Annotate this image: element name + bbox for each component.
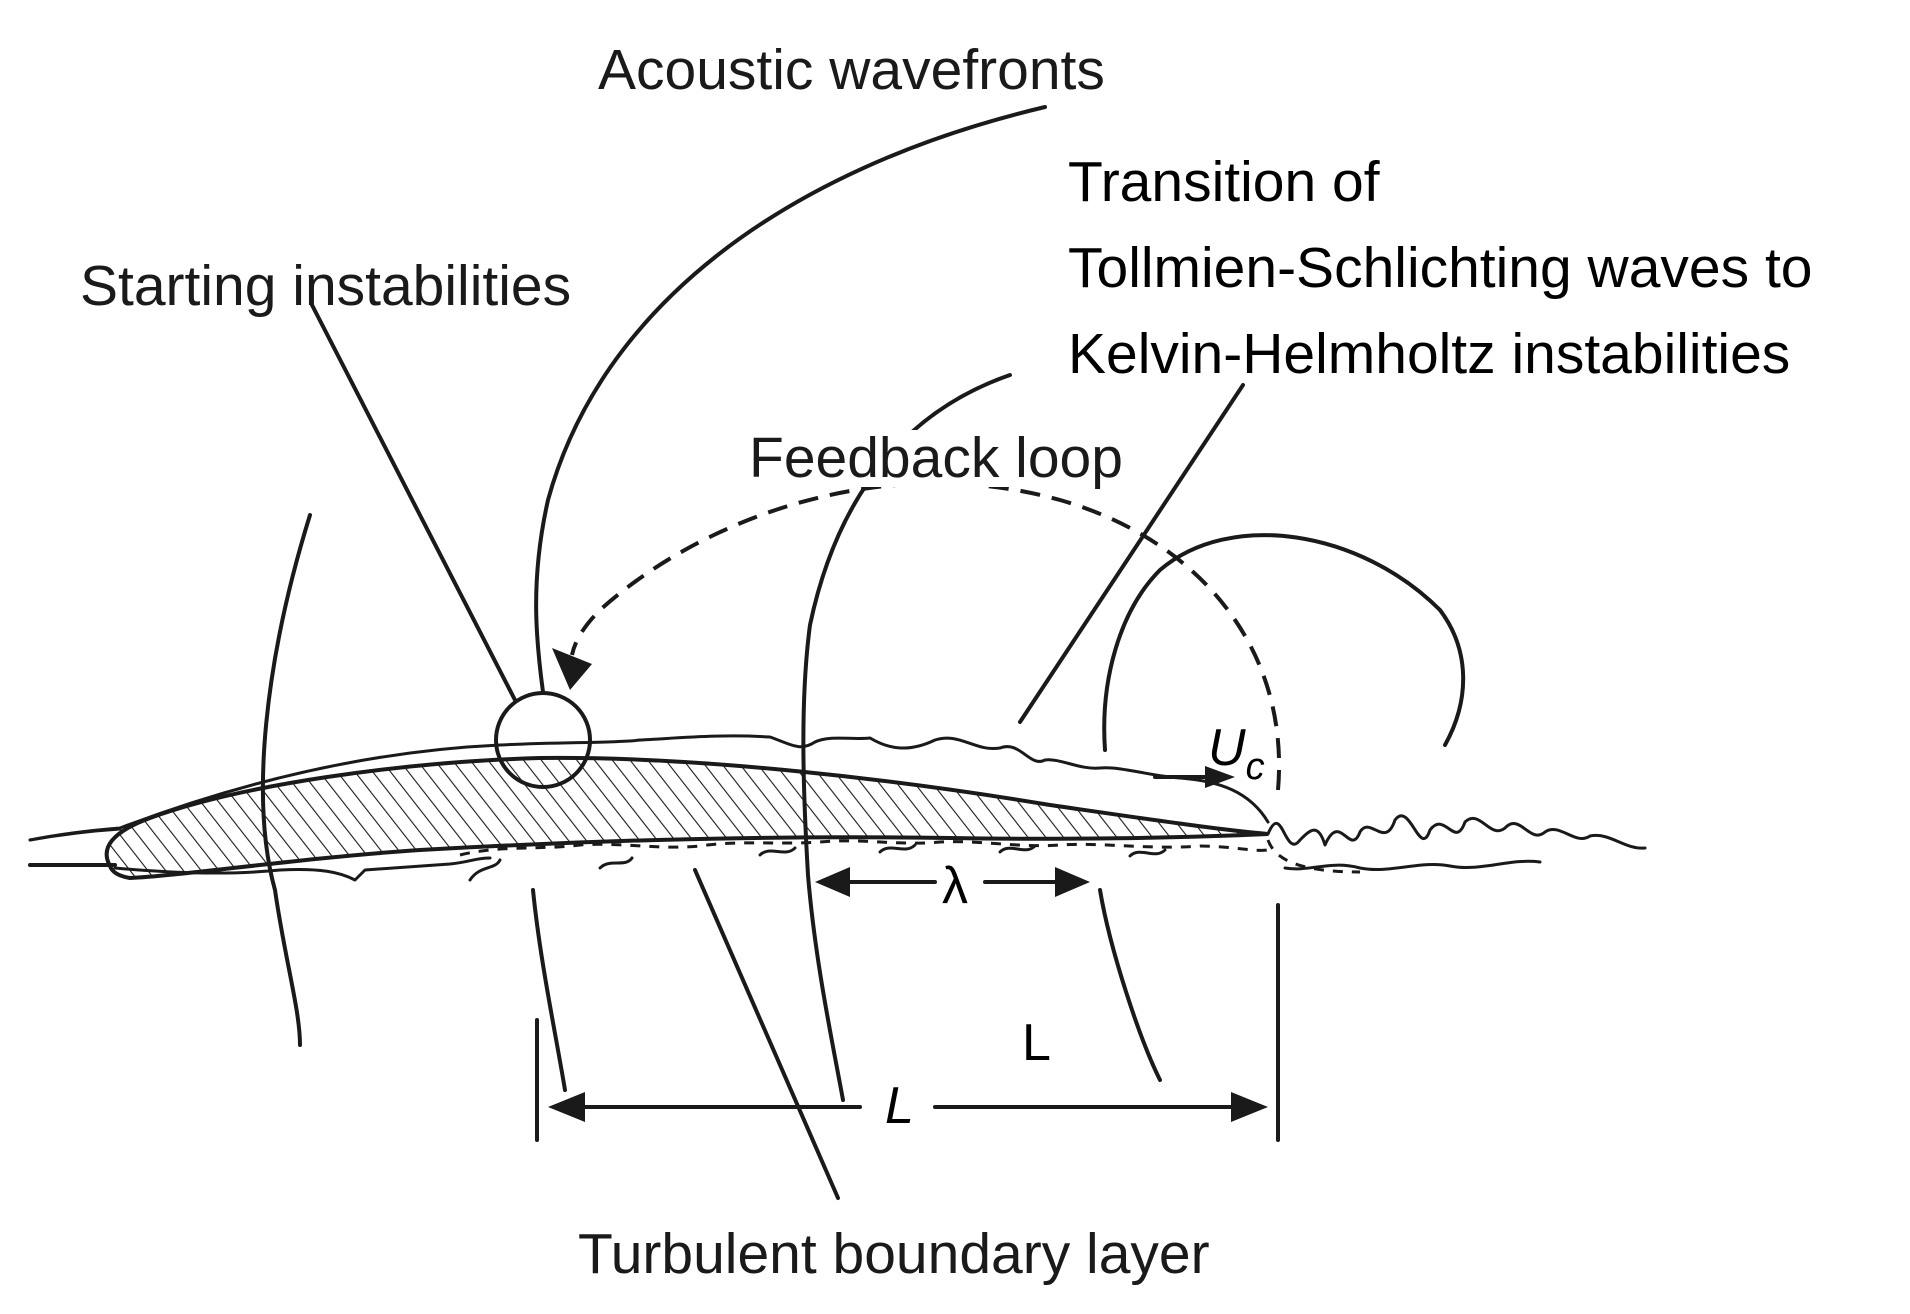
acoustic-wavefronts-label: Acoustic wavefronts xyxy=(598,38,1105,102)
wavelength-arrowhead-right xyxy=(1055,867,1090,897)
airfoil xyxy=(104,755,1269,881)
transition-leader xyxy=(1018,383,1245,724)
wake-turbulence xyxy=(1266,814,1647,850)
acoustic-wavefront-upstream xyxy=(261,513,312,1047)
transition-label-line1: Transition of xyxy=(1068,150,1380,214)
convection-velocity-arrowhead xyxy=(1205,766,1235,788)
length-lower-symbol: L xyxy=(885,1077,914,1135)
transition-label-line3: Kelvin-Helmholtz instabilities xyxy=(1068,322,1791,386)
acoustic-wavefront-long xyxy=(534,105,1047,694)
length-arrowhead-left xyxy=(548,1092,585,1122)
turbulent-boundary-layer-dashes xyxy=(459,839,1269,857)
turbulent-boundary-layer-label: Turbulent boundary layer xyxy=(578,1222,1210,1286)
length-arrowhead-right xyxy=(1231,1092,1268,1122)
wake-dashed-boundary xyxy=(1266,839,1361,874)
wavelength-arrowhead-left xyxy=(815,867,850,897)
starting-instabilities-leader xyxy=(310,303,517,702)
boundary-layer-envelope xyxy=(28,734,1270,842)
length-upper-symbol: L xyxy=(1022,1014,1051,1072)
acoustic-wavefront-lower-2 xyxy=(1098,888,1162,1082)
turbulent-boundary-layer-leader xyxy=(693,868,840,1200)
feedback-loop-label: Feedback loop xyxy=(745,430,1127,487)
turbulent-boundary-layer-eddies xyxy=(468,843,1167,882)
wavelength-symbol: λ xyxy=(942,857,968,915)
feedback-arrowhead xyxy=(552,648,592,690)
acoustic-wavefront-front xyxy=(1102,533,1466,752)
starting-instabilities-label: Starting instabilities xyxy=(80,254,572,318)
convection-velocity-letter: U xyxy=(1208,719,1246,777)
acoustic-wavefront-lower-1 xyxy=(531,888,567,1092)
convection-velocity-symbol: Uc xyxy=(1208,719,1265,786)
wake-turbulence-lower xyxy=(1283,859,1542,872)
transition-label-line2: Tollmien-Schlichting waves to xyxy=(1068,236,1813,300)
convection-velocity-subscript: c xyxy=(1245,746,1265,788)
